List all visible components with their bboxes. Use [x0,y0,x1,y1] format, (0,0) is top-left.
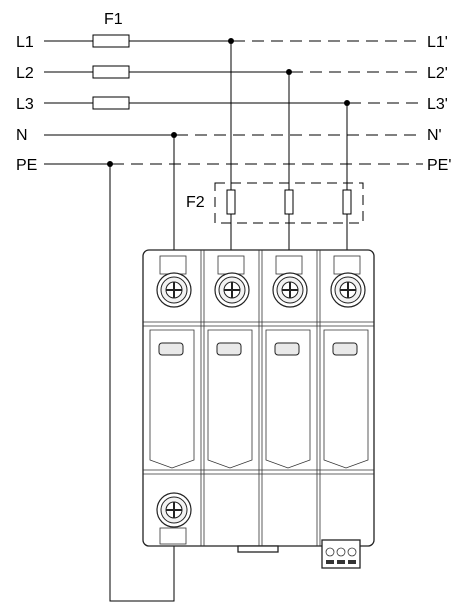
terminal-screw-icon [214,272,250,308]
terminal-screw-icon [156,272,192,308]
terminal-screw-icon [156,492,192,528]
status-window [332,342,358,356]
output-label-l3: L3' [427,96,448,113]
fuse-icon [92,34,130,48]
output-label-pe: PE' [427,157,451,174]
status-window [216,342,242,356]
input-label-n: N [16,127,28,144]
fuse-icon [342,189,352,215]
output-label-l2: L2' [427,65,448,82]
fuse-f1-label: F1 [104,11,123,28]
fuse-icon [92,65,130,79]
status-window [274,342,300,356]
output-label-n: N' [427,127,442,144]
fuse-icon [284,189,294,215]
status-window [158,342,184,356]
remote-signal-contact-icon [321,539,361,569]
input-label-pe: PE [16,157,37,174]
fuse-f2-enclosure [214,182,364,224]
fuse-icon [226,189,236,215]
fuse-f2-label: F2 [186,194,205,211]
input-label-l3: L3 [16,96,34,113]
input-label-l2: L2 [16,65,34,82]
surge-protection-device [142,249,375,569]
output-label-l1: L1' [427,34,448,51]
fuse-icon [92,96,130,110]
input-label-l1: L1 [16,34,34,51]
terminal-screw-icon [272,272,308,308]
terminal-screw-icon [330,272,366,308]
